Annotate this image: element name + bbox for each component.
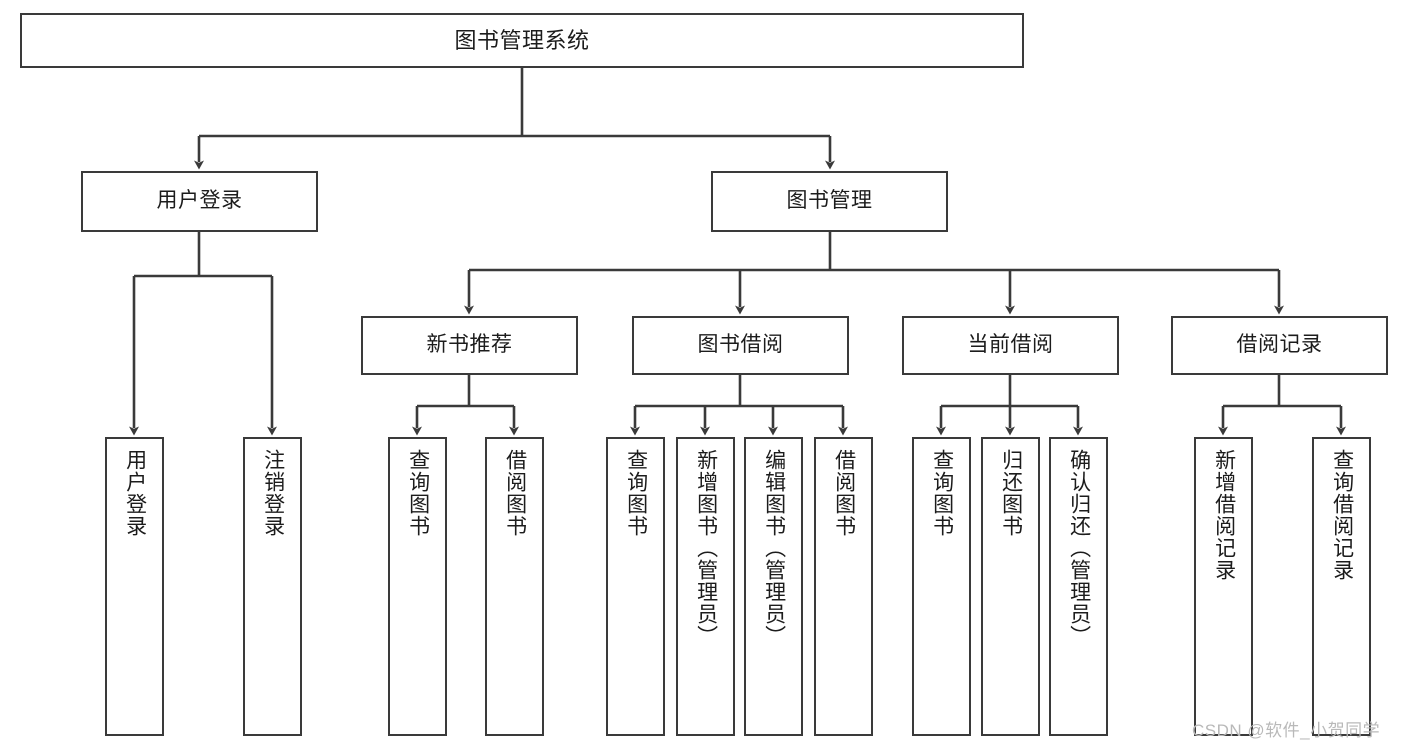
node-label: 借阅图书	[832, 449, 856, 537]
csdn-watermark: CSDN @软件_小贺同学	[1192, 721, 1381, 740]
node-leaf-return-book[interactable]: 归还图书	[981, 437, 1040, 736]
node-label: 新增图书（管理员）	[694, 449, 718, 647]
node-label: 当前借阅	[967, 333, 1054, 357]
node-label: 用户登录	[156, 189, 243, 213]
node-leaf-query-book-2[interactable]: 查询图书	[606, 437, 665, 736]
node-label: 编辑图书（管理员）	[762, 449, 786, 647]
node-leaf-confirm-return[interactable]: 确认归还（管理员）	[1049, 437, 1108, 736]
node-label: 查询图书	[930, 449, 954, 537]
node-label: 图书借阅	[697, 333, 784, 357]
node-leaf-query-book-3[interactable]: 查询图书	[912, 437, 971, 736]
node-leaf-user-login[interactable]: 用户登录	[105, 437, 164, 736]
node-borrow-record[interactable]: 借阅记录	[1171, 316, 1388, 375]
node-leaf-borrow-book-1[interactable]: 借阅图书	[485, 437, 544, 736]
node-label: 注销登录	[261, 449, 285, 537]
node-label: 查询图书	[406, 449, 430, 537]
node-label: 确认归还（管理员）	[1067, 449, 1091, 647]
node-leaf-query-book-1[interactable]: 查询图书	[388, 437, 447, 736]
node-current-borrow[interactable]: 当前借阅	[902, 316, 1119, 375]
node-user-login[interactable]: 用户登录	[81, 171, 318, 232]
node-label: 借阅记录	[1236, 333, 1323, 357]
node-label: 归还图书	[999, 449, 1023, 537]
node-label: 图书管理系统	[454, 27, 590, 53]
node-label: 新书推荐	[426, 333, 513, 357]
node-book-borrow[interactable]: 图书借阅	[632, 316, 849, 375]
node-root-book-management-system[interactable]: 图书管理系统	[20, 13, 1024, 68]
node-new-book-recommend[interactable]: 新书推荐	[361, 316, 578, 375]
node-book-management[interactable]: 图书管理	[711, 171, 948, 232]
node-leaf-add-book[interactable]: 新增图书（管理员）	[676, 437, 735, 736]
node-leaf-query-record[interactable]: 查询借阅记录	[1312, 437, 1371, 736]
node-leaf-borrow-book-2[interactable]: 借阅图书	[814, 437, 873, 736]
node-label: 用户登录	[123, 449, 147, 537]
node-label: 借阅图书	[503, 449, 527, 537]
node-label: 查询图书	[624, 449, 648, 537]
node-label: 新增借阅记录	[1212, 449, 1236, 581]
node-leaf-add-record[interactable]: 新增借阅记录	[1194, 437, 1253, 736]
node-label: 图书管理	[786, 189, 873, 213]
node-label: 查询借阅记录	[1330, 449, 1354, 581]
node-leaf-logout[interactable]: 注销登录	[243, 437, 302, 736]
node-leaf-edit-book[interactable]: 编辑图书（管理员）	[744, 437, 803, 736]
